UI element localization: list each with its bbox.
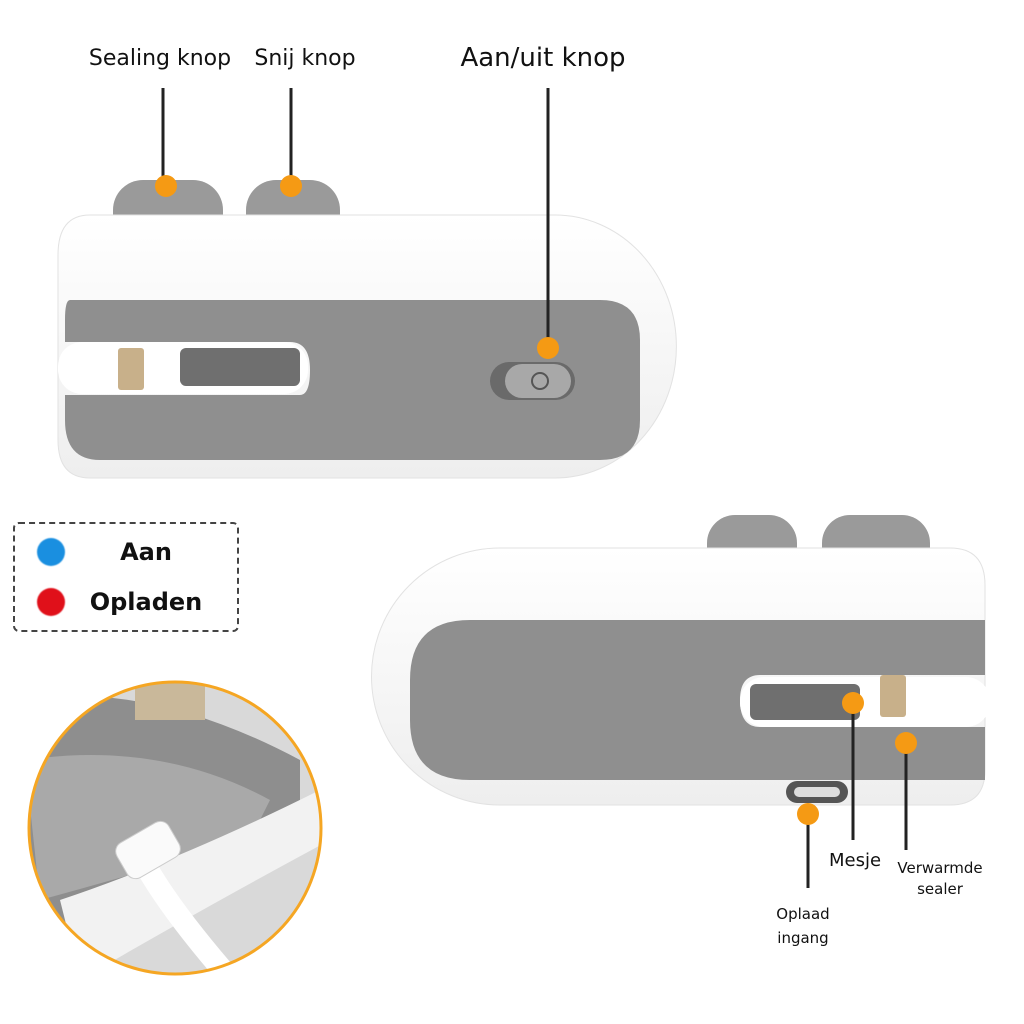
sealer-top-view [57, 180, 677, 479]
power-icon [531, 372, 549, 390]
charge-port-label-line1: Oplaad [776, 905, 829, 923]
heating-element [118, 348, 144, 390]
legend-item-charging: Opladen [15, 582, 237, 622]
heated-sealer-label-line2: sealer [917, 880, 964, 898]
sealer-bottom-view [371, 515, 990, 806]
cut-button-label: Snij knop [254, 46, 355, 71]
legend-label: Opladen [89, 588, 203, 616]
blade-label: Mesje [829, 850, 881, 871]
callout-lines [161, 88, 908, 888]
sealing-button-label: Sealing knop [89, 46, 231, 71]
heating-element [880, 675, 906, 717]
cut-button-marker [280, 175, 302, 197]
blade-marker [842, 692, 864, 714]
blade-holder [180, 348, 300, 386]
red-led-icon [37, 588, 65, 616]
blade-holder [750, 684, 860, 720]
legend-label: Aan [120, 538, 172, 566]
charge-port-marker [797, 803, 819, 825]
power-button-label: Aan/uit knop [460, 43, 625, 73]
inset-border [27, 680, 323, 976]
legend-item-on: Aan [15, 532, 237, 572]
led-legend: Aan Opladen [13, 522, 239, 632]
sealing-button-marker [155, 175, 177, 197]
heated-sealer-label-line1: Verwarmde [897, 859, 982, 877]
charge-port-label-line2: ingang [777, 929, 828, 947]
gray-panel [65, 300, 640, 460]
blue-led-icon [37, 538, 65, 566]
charging-inset [27, 680, 323, 976]
power-button-marker [537, 337, 559, 359]
gray-panel [410, 620, 985, 780]
heated-sealer-marker [895, 732, 917, 754]
